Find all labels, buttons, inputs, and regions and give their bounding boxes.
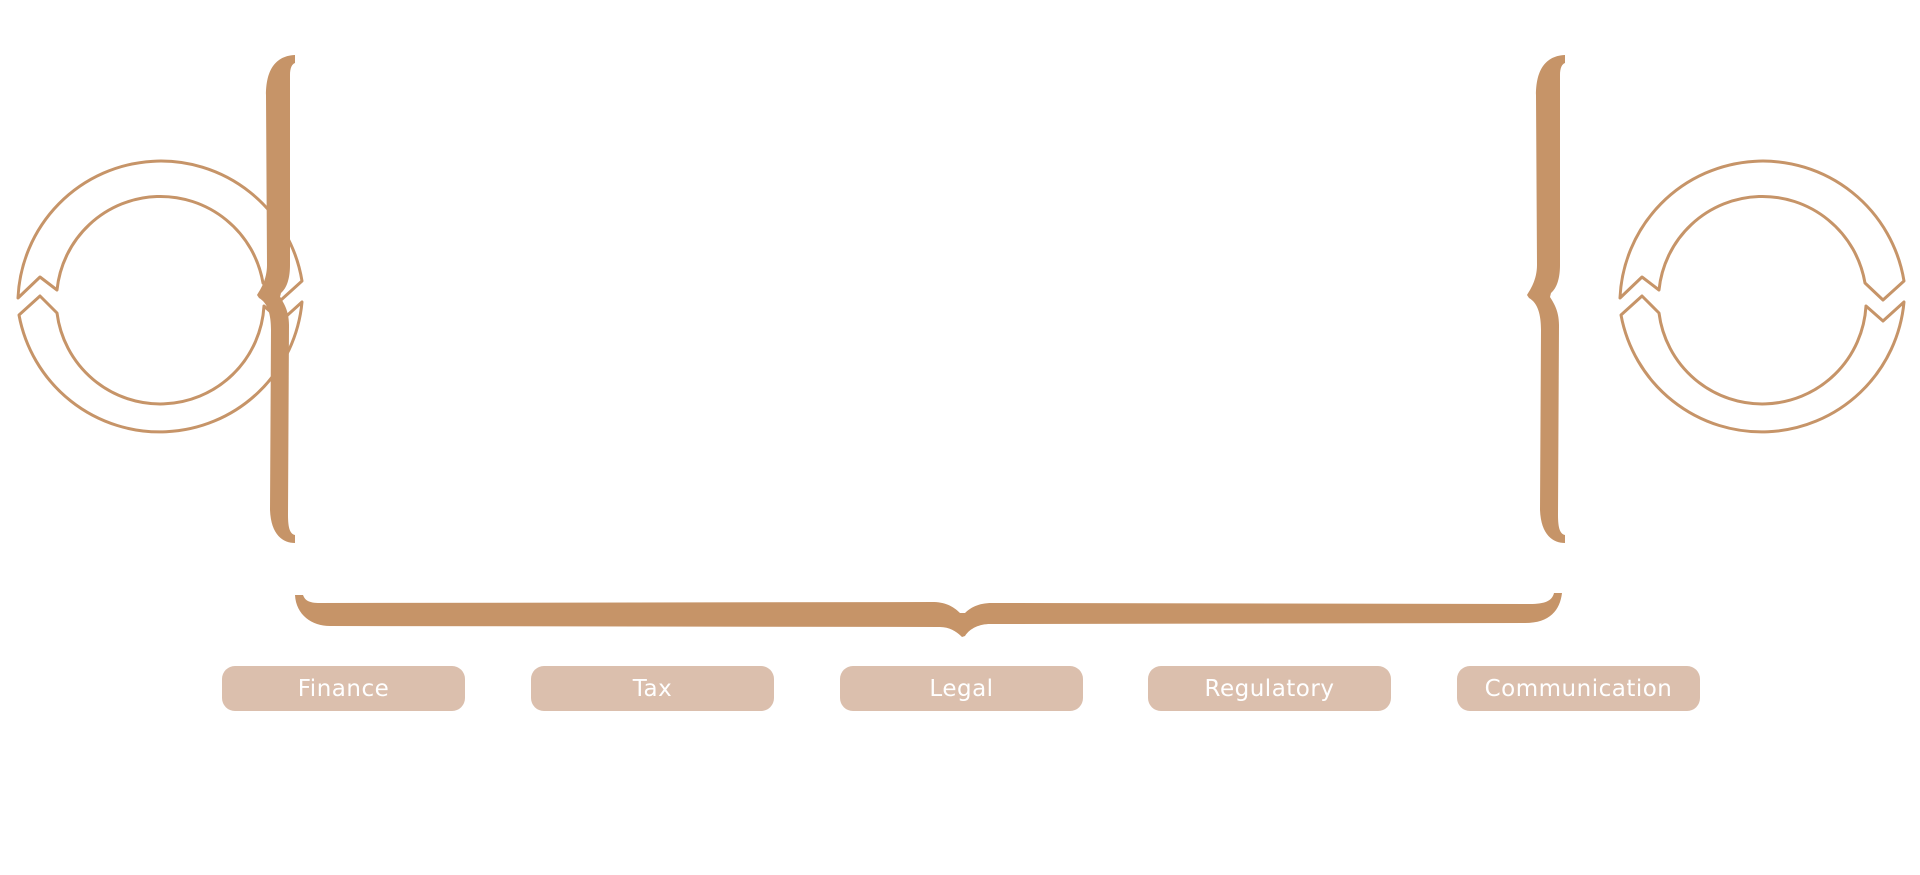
category-pill-regulatory: Regulatory [1148,666,1391,711]
category-pill-communication: Communication [1457,666,1700,711]
left-curly-brace [257,55,295,543]
category-pill-legal: Legal [840,666,1083,711]
bottom-curly-brace [295,593,1562,637]
category-label: Regulatory [1204,675,1335,702]
category-label: Finance [297,675,390,702]
category-label: Legal [929,675,994,702]
category-pill-tax: Tax [531,666,774,711]
category-label: Tax [632,675,673,702]
category-pill-finance: Finance [222,666,465,711]
right-cycle-arrows-icon [1618,159,1906,434]
right-curly-brace [1527,55,1565,543]
category-label: Communication [1484,675,1673,702]
